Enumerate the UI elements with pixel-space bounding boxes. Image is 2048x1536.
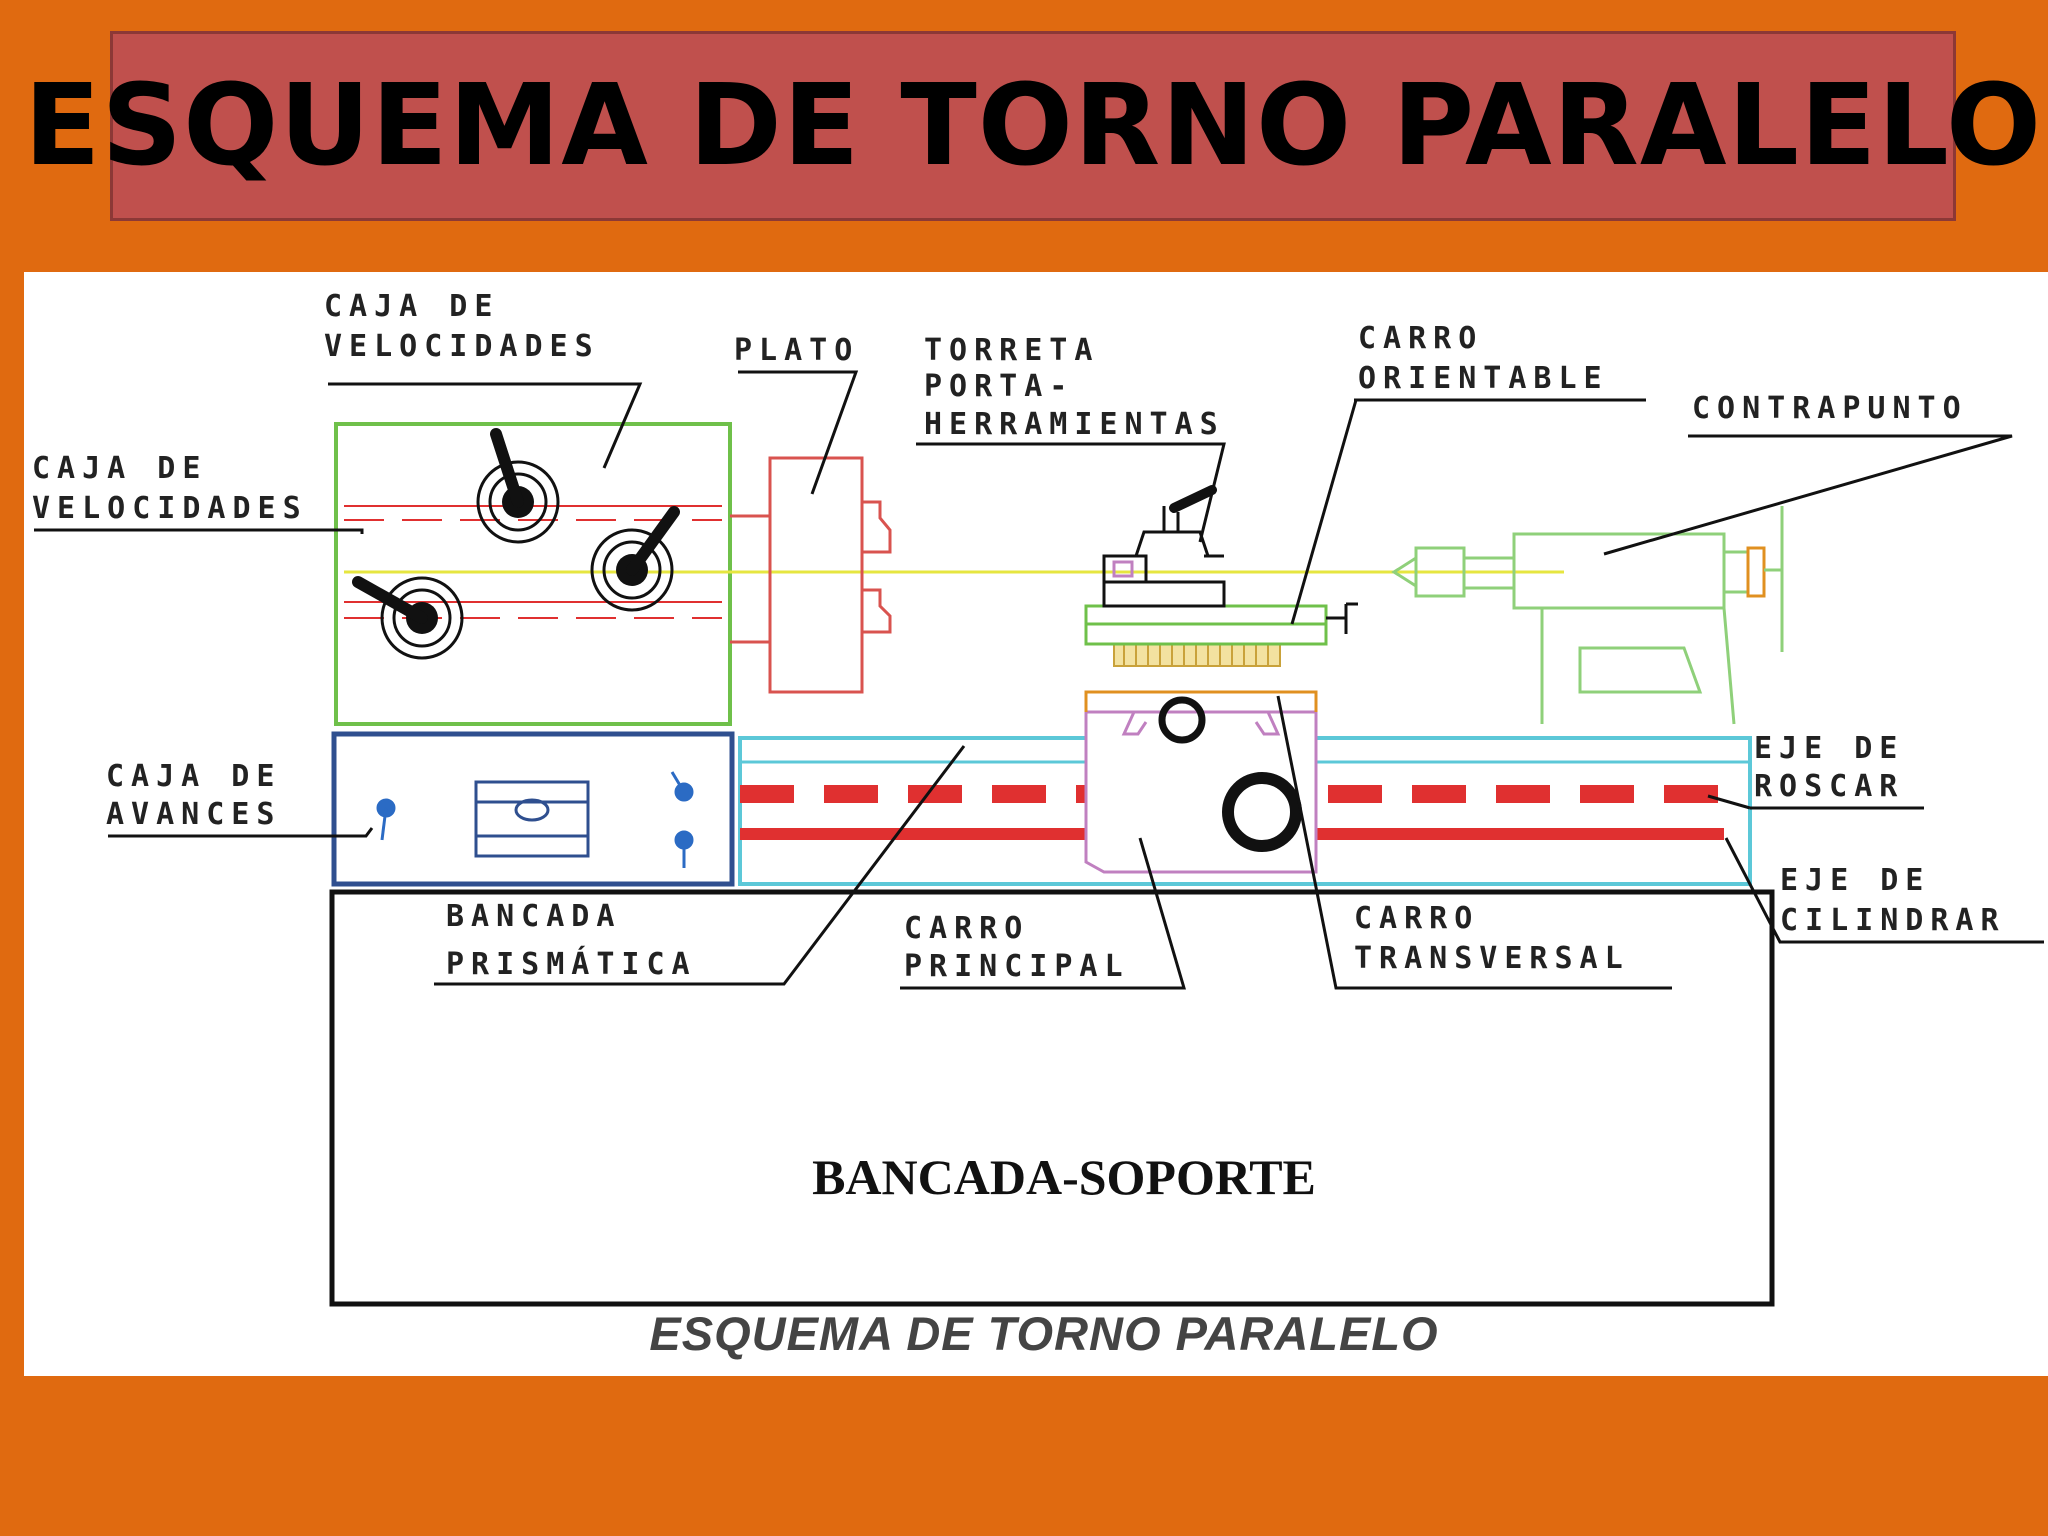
label-eje-cilindrar-2: CILINDRAR <box>1780 903 2006 938</box>
base-stand <box>329 889 1775 1307</box>
base-label: BANCADA-SOPORTE <box>812 1149 1316 1205</box>
speed-lever-2 <box>590 506 680 612</box>
label-caja-avances-2: AVANCES <box>106 797 281 832</box>
tool-turret <box>1102 485 1226 608</box>
leader-bancada-prismatica <box>434 745 966 986</box>
label-caja-velocidades-left-2: VELOCIDADES <box>32 491 308 526</box>
leader-carro-orientable <box>1290 398 1646 625</box>
label-eje-roscar-2: ROSCAR <box>1754 769 1904 804</box>
compound-slide <box>1084 602 1358 646</box>
tailstock <box>1391 506 1784 725</box>
leader-caja-velocidades-left <box>34 528 364 534</box>
label-caja-avances-1: CAJA DE <box>106 759 281 794</box>
label-caja-velocidades-top-1: CAJA DE <box>324 289 499 324</box>
label-carro-transversal-1: CARRO <box>1354 901 1479 936</box>
label-torreta-1: TORRETA <box>924 333 1099 368</box>
label-eje-cilindrar-1: EJE DE <box>1780 863 1930 898</box>
main-carriage <box>1084 690 1318 874</box>
cross-slide <box>1113 643 1281 667</box>
label-caja-velocidades-top-2: VELOCIDADES <box>324 329 600 364</box>
lathe-diagram-svg: BANCADA-SOPORTE CAJA DE VELOCIDADES CAJA… <box>32 289 2044 1360</box>
label-carro-principal-2: PRINCIPAL <box>904 949 1130 984</box>
leader-carro-transversal <box>1276 695 1672 990</box>
leader-carro-principal <box>900 837 1187 990</box>
speed-lever-1 <box>476 428 560 544</box>
leader-eje-roscar <box>1707 794 1924 810</box>
diagram-caption: ESQUEMA DE TORNO PARALELO <box>649 1307 1438 1360</box>
label-carro-principal-1: CARRO <box>904 911 1029 946</box>
chuck <box>730 456 892 694</box>
label-carro-orientable-1: CARRO <box>1358 321 1483 356</box>
page-title: ESQUEMA DE TORNO PARALELO <box>23 61 2043 191</box>
feed-box <box>331 731 735 887</box>
label-contrapunto: CONTRAPUNTO <box>1692 391 1968 426</box>
leader-eje-cilindrar <box>1724 837 2044 944</box>
label-bancada-prismatica-1: BANCADA <box>446 899 621 934</box>
leader-torreta <box>916 442 1226 543</box>
leader-caja-velocidades-top <box>328 382 643 469</box>
leader-contrapunto <box>1603 434 2013 556</box>
label-bancada-prismatica-2: PRISMÁTICA <box>446 946 697 982</box>
speed-lever-3 <box>352 576 464 660</box>
leader-plato <box>738 370 859 495</box>
label-torreta-3: HERRAMIENTAS <box>924 407 1225 442</box>
label-carro-orientable-2: ORIENTABLE <box>1358 361 1609 396</box>
lathe-diagram: BANCADA-SOPORTE CAJA DE VELOCIDADES CAJA… <box>24 272 2048 1376</box>
label-eje-roscar-1: EJE DE <box>1754 731 1904 766</box>
label-torreta-2: PORTA- <box>924 369 1074 404</box>
title-banner: ESQUEMA DE TORNO PARALELO <box>24 31 2041 221</box>
label-carro-transversal-2: TRANSVERSAL <box>1354 941 1630 976</box>
label-plato: PLATO <box>734 333 859 368</box>
leader-caja-avances <box>108 827 374 838</box>
label-caja-velocidades-left-1: CAJA DE <box>32 451 207 486</box>
